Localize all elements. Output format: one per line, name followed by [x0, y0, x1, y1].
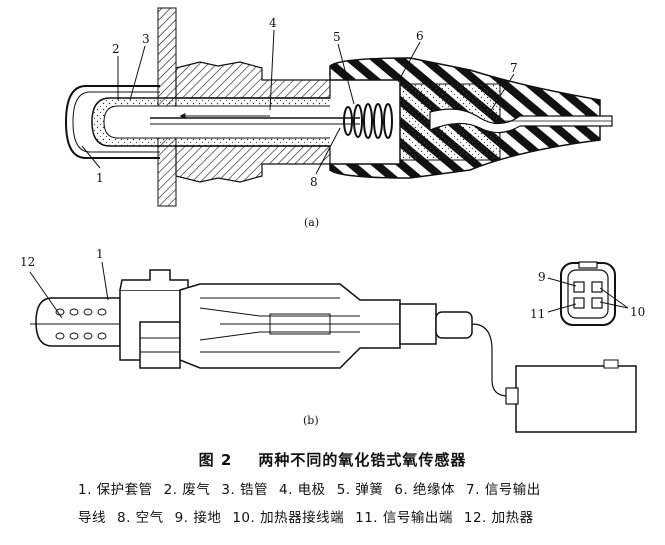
figure-caption: 图 2 两种不同的氧化锆式氧传感器	[0, 449, 665, 470]
callout-b-1: 1	[96, 247, 104, 261]
legend-item: 9. 接地	[174, 510, 222, 526]
cable-sheath	[435, 311, 473, 339]
legend-line-1: 1. 保护套管 2. 废气 3. 锆管 4. 电极 5. 弹簧 6. 绝缘体 7. 信号输出	[78, 478, 638, 498]
legend-item: 1. 保护套管	[78, 482, 153, 498]
hex-nut-body	[175, 61, 331, 99]
callout-b-12: 12	[20, 255, 35, 269]
leader-lines-a	[81, 29, 515, 175]
connector-body	[515, 365, 637, 433]
callout-a-4: 4	[269, 16, 277, 30]
figure-number: 图 2	[198, 451, 233, 469]
leader-lines-b	[29, 261, 629, 319]
cable-wire	[471, 323, 509, 397]
legend-item: 3. 锆管	[221, 482, 269, 498]
callout-a-8: 8	[310, 175, 318, 189]
hex-nut-body-lower	[175, 145, 331, 183]
cable-grommet	[399, 303, 437, 345]
legend-item: 6. 绝缘体	[394, 482, 456, 498]
sublabel-a: (a)	[304, 216, 319, 229]
callout-a-1: 1	[96, 171, 104, 185]
hex-nut-b	[139, 321, 181, 369]
zirconia-tube-inner	[103, 105, 330, 139]
legend-item: 4. 电极	[279, 482, 326, 498]
callout-a-6: 6	[416, 29, 424, 43]
protective-sleeve	[64, 85, 160, 159]
diagram-a: 1 2 3 4 5 6 7 8 (a)	[64, 7, 613, 229]
sublabel-b: (b)	[303, 414, 319, 427]
heater-tip	[35, 297, 121, 347]
callout-a-2: 2	[112, 42, 120, 56]
diagram-b: 12 1 9 10 11 (b)	[20, 247, 645, 433]
callout-a-5: 5	[333, 30, 341, 44]
connector-tab	[505, 387, 519, 405]
inner-lines-b	[199, 297, 400, 353]
callout-b-10: 10	[630, 305, 645, 319]
legend-line-2: 导线 8. 空气 9. 接地 10. 加热器接线端 11. 信号输出端 12. 加热器	[78, 506, 638, 526]
sensor-diagram: 1 2 3 4 5 6 7 8 (a)	[20, 7, 645, 433]
callout-a-7: 7	[510, 61, 518, 75]
outer-shell	[179, 283, 401, 369]
legend-item: 11. 信号输出端	[355, 510, 453, 526]
legend-item: 12. 加热器	[463, 510, 534, 526]
legend-item: 2. 废气	[163, 482, 211, 498]
legend-item: 10. 加热器接线端	[232, 510, 345, 526]
legend-item: 8. 空气	[117, 510, 164, 526]
protective-sleeve-inner	[72, 91, 160, 153]
callout-a-3: 3	[142, 32, 150, 46]
tip-holes	[55, 308, 107, 340]
figure-title: 两种不同的氧化锆式氧传感器	[258, 451, 467, 469]
top-bracket	[119, 269, 189, 291]
legend-item: 7. 信号输出	[466, 482, 541, 498]
legend-item: 导线	[78, 510, 106, 526]
spring	[343, 103, 393, 139]
legend-item: 5. 弹簧	[336, 482, 384, 498]
callout-b-9: 9	[538, 270, 546, 284]
callout-b-11: 11	[530, 307, 545, 321]
